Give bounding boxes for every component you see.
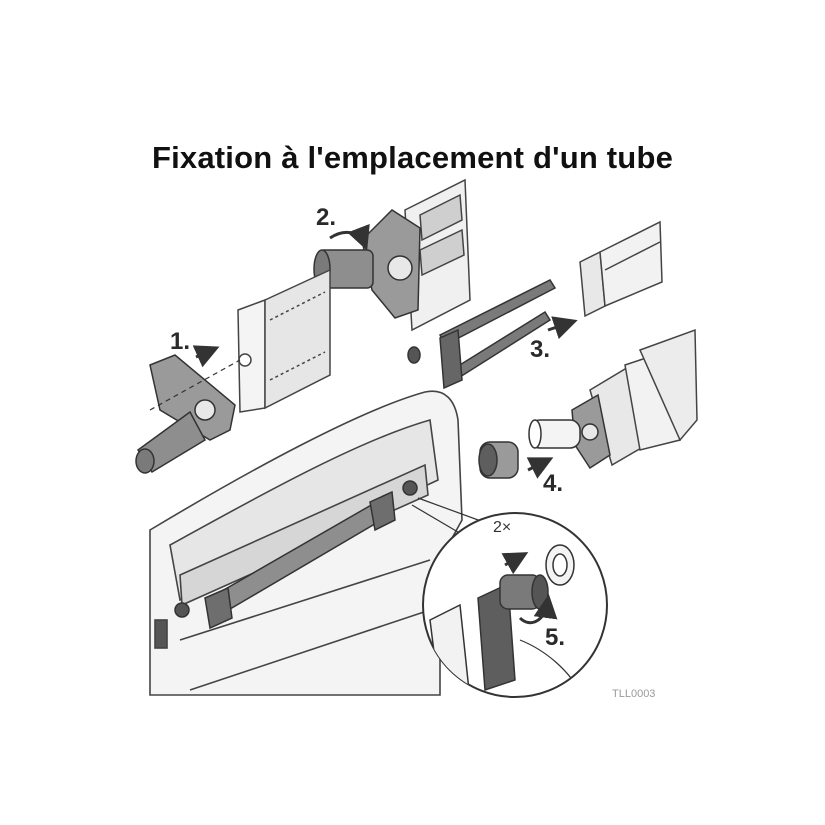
installed-tube-assembly xyxy=(174,480,418,630)
page-title: Fixation à l'emplacement d'un tube xyxy=(151,140,674,175)
axis-line-step1 xyxy=(149,359,241,411)
arrow-detail xyxy=(501,552,529,575)
step2-bracket xyxy=(313,209,421,319)
step1-bracket xyxy=(135,354,236,474)
step-label-2: 2. xyxy=(316,204,337,231)
step4-sleeve xyxy=(478,441,519,479)
step1-plate xyxy=(237,268,331,413)
step-label-5: 5. xyxy=(545,624,566,651)
step-label-1: 1. xyxy=(170,328,191,355)
arrow-step1 xyxy=(192,345,220,368)
arrow-step3 xyxy=(547,316,578,340)
figure-code: TLL0003 xyxy=(612,688,656,700)
arrow-step4 xyxy=(526,457,554,479)
rotate-arrow-step5 xyxy=(518,594,558,624)
step-label-3: 3. xyxy=(530,336,551,363)
detail-multiplier-label: 2× xyxy=(493,519,512,536)
rotate-arrow-step2 xyxy=(329,223,370,251)
step4-bracket xyxy=(528,393,611,470)
detail-magnifier xyxy=(422,512,608,698)
step3-bar xyxy=(407,279,557,390)
step3-rail-end xyxy=(579,220,663,318)
step-label-4: 4. xyxy=(543,470,564,497)
